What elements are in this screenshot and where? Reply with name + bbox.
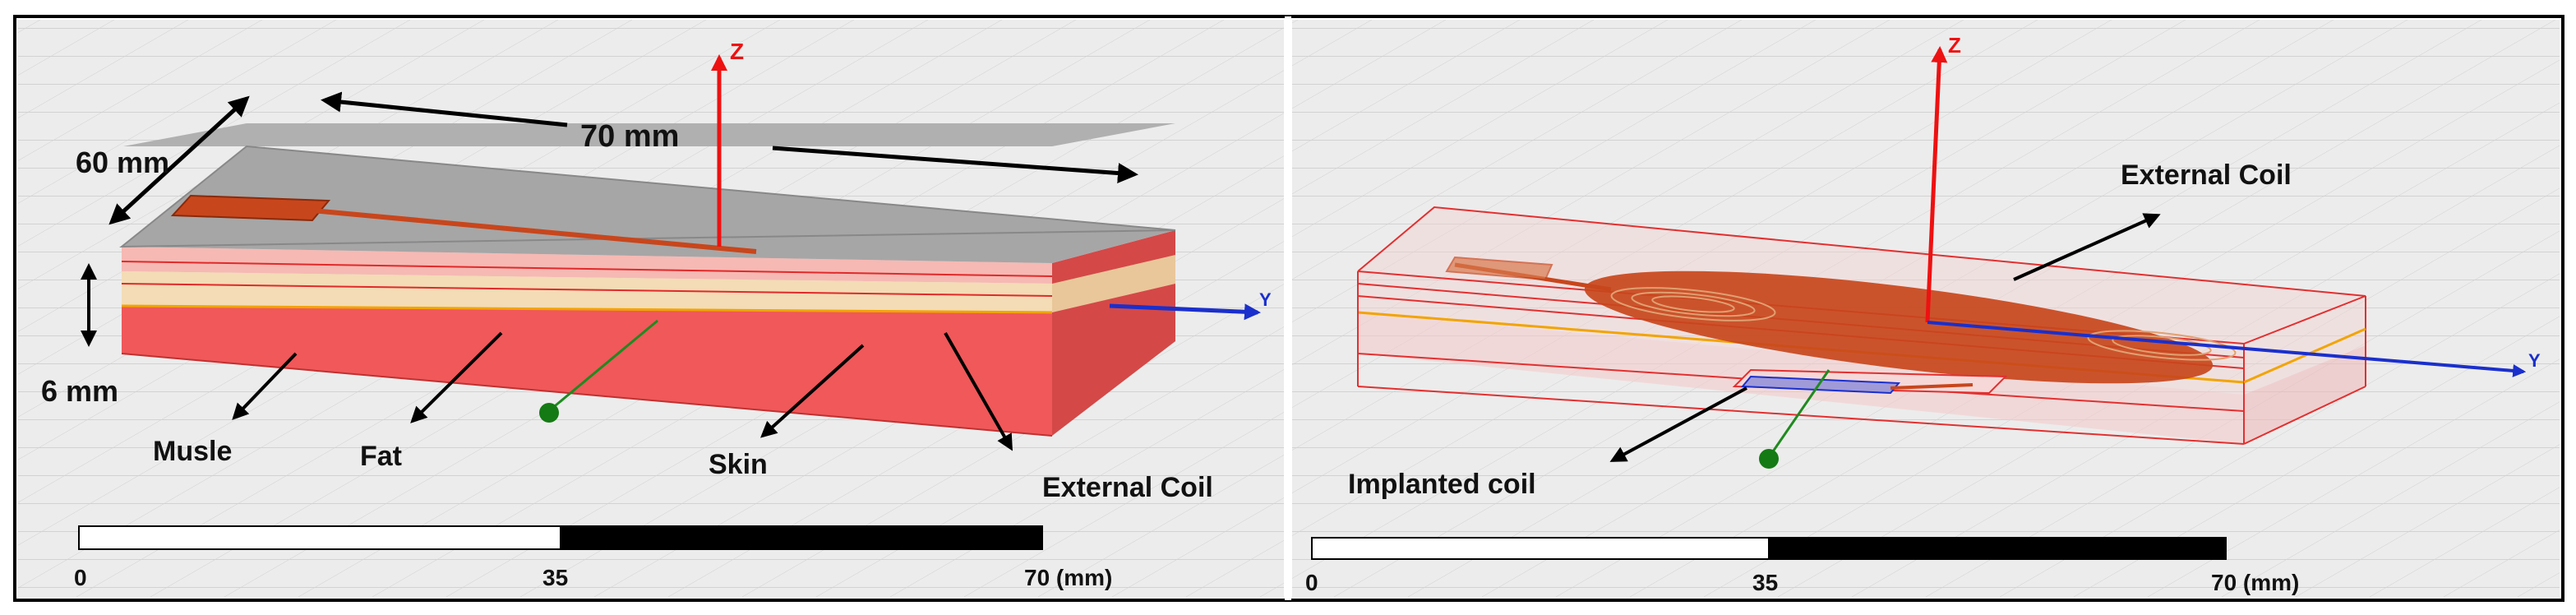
scale-bar-left: 0 35 70 (mm) [74,525,1112,590]
scale-bar-end-label: 70 (mm) [1024,565,1112,590]
fat-layer [122,271,1052,312]
x-axis-origin-dot-left [539,403,559,423]
width-dimension-label: 60 mm [76,146,169,179]
block-top-surface [123,123,1175,146]
implanted-coil-body [1740,375,1901,395]
implanted-coil-label: Implanted coil [1348,469,1536,500]
right-panel: Z Y External Coil Implanted coil 0 35 70… [1305,33,2541,595]
outline-bottom [1357,386,2245,445]
scale-bar-black-segment [560,525,1043,550]
outline-far-bottom [2243,386,2366,445]
z-axis-label-right: Z [1948,33,1961,58]
x-axis-left [550,319,658,411]
y-axis-left [1109,303,1261,321]
layer-line-3 [121,304,1053,314]
y-axis-right [1927,321,2527,377]
scale-bar-right-start-label: 0 [1305,570,1318,595]
spiral-ring-5 [2112,335,2212,356]
external-spiral-coil [1445,256,2237,384]
scale-bar-right-white-segment [1311,537,1770,560]
external-coil-label-left: External Coil [1042,472,1213,503]
outline-far-edge-orange [2243,327,2366,384]
length-dimension-arrow-right [772,146,1138,184]
block-side-fat [1052,255,1175,312]
skin-pointer-arrow [760,344,865,438]
scale-bar-right: 0 35 70 (mm) [1305,537,2299,595]
spiral-ring-2 [1631,291,1756,317]
implanted-coil-trace [1890,383,1974,390]
length-dimension-label: 70 mm [580,119,679,154]
fat-label: Fat [360,441,402,472]
scale-bar-right-black-segment [1768,537,2227,560]
scale-bar-right-end-label: 70 (mm) [2211,570,2299,595]
width-dimension-arrow [108,95,250,225]
scale-bar-start-label: 0 [74,565,87,590]
y-axis-label-right: Y [2528,350,2541,371]
length-dimension-arrow-left [321,91,568,127]
coil-trace [312,208,757,254]
tissue-block [119,123,1176,437]
thickness-dimension-label: 6 mm [41,374,118,408]
coil-pad [170,194,331,222]
implanted-coil-pointer-arrow [1609,386,1747,462]
scale-bar-right-mid-label: 35 [1752,570,1778,595]
skin-label: Skin [709,449,768,480]
scale-bar-mid-label: 35 [542,565,568,590]
spiral-coil-body [1584,271,2214,384]
implanted-coil [1732,368,2008,395]
coil-feed-pad [1445,256,1553,281]
fat-pointer-arrow [410,331,503,423]
block-bottom-edge [121,353,1053,437]
muscle-label: Musle [153,436,232,467]
z-axis-right [1925,46,1948,323]
layer-line-2 [121,283,1053,297]
spiral-ring-1 [1610,287,1776,321]
layer-line-1 [121,261,1053,277]
x-axis-right [1770,369,1830,455]
scale-bar-white-segment [78,525,561,550]
y-axis-label-left: Y [1259,289,1272,310]
muscle-pointer-arrow [232,352,298,420]
z-axis-label-left: Z [730,39,744,64]
left-panel: Z Y 60 mm 70 mm 6 mm Musle Fat Skin Exte… [41,39,1272,590]
transparent-block-side [2244,345,2366,444]
external-coil-pointer-arrow-right [2013,213,2161,281]
spiral-ring-4 [2087,330,2237,361]
spiral-ring-3 [1651,295,1735,313]
external-coil-label-right: External Coil [2121,160,2292,191]
external-coil-pointer-arrow [944,332,1013,451]
muscle-layer [122,306,1052,436]
x-axis-origin-dot-right [1759,449,1779,469]
